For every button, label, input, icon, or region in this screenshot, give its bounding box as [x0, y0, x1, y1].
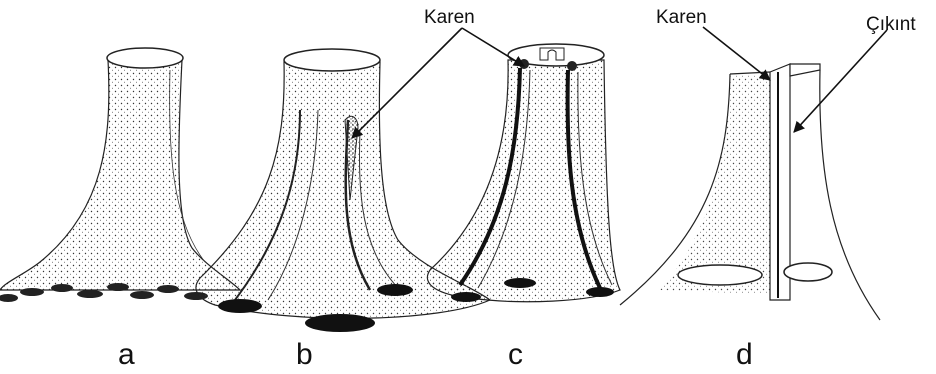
- arrow-karen-d: [703, 27, 770, 80]
- stem-c: [427, 44, 620, 302]
- root-hole-d-left: [678, 265, 762, 285]
- callout-arrows: [352, 27, 887, 138]
- stem-d: [620, 64, 880, 320]
- arrow-cikint-d: [794, 30, 887, 132]
- panel-label-b: b: [296, 340, 313, 370]
- root-hole-d-right: [784, 263, 832, 281]
- callout-karen-c: Karen: [424, 8, 475, 27]
- panel-label-d: d: [736, 340, 753, 370]
- arrow-karen-c-to-c: [462, 28, 524, 66]
- callout-cikint-d: Çıkınt: [866, 15, 916, 34]
- callout-karen-d: Karen: [656, 8, 707, 27]
- panel-label-a: a: [118, 340, 135, 370]
- panel-label-c: c: [508, 340, 523, 370]
- stem-a: [0, 48, 240, 302]
